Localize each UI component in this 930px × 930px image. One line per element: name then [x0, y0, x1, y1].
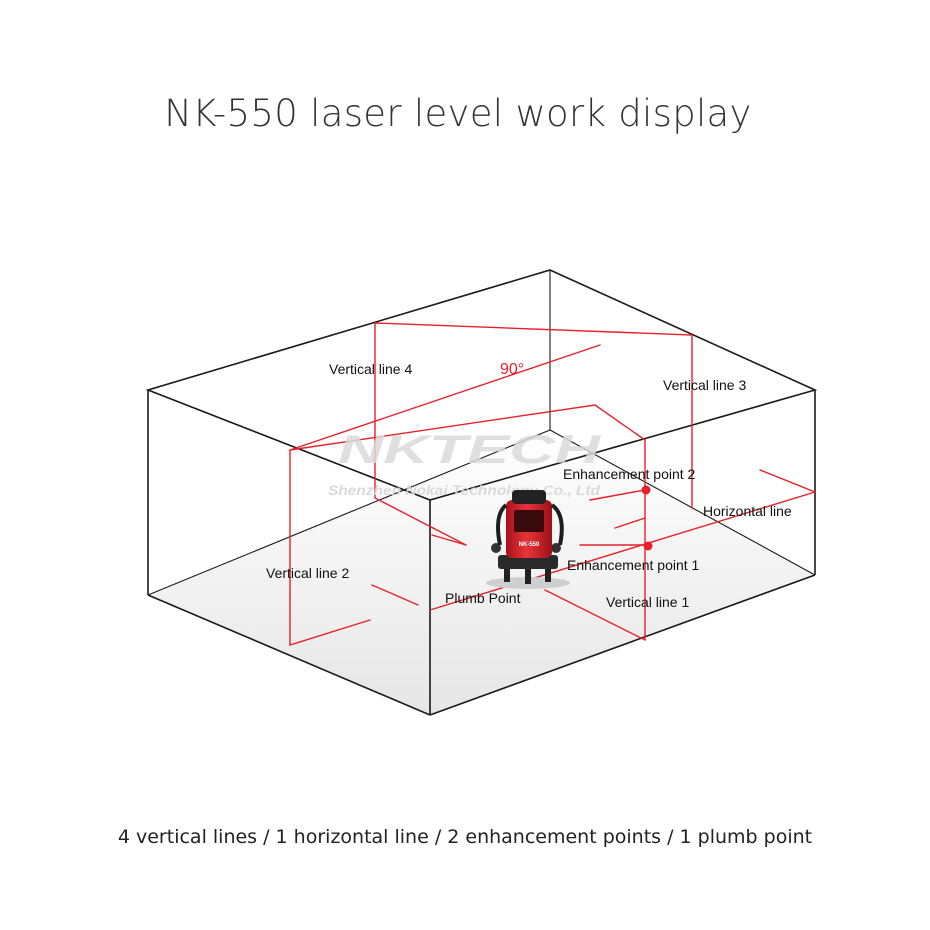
label-horizontal-line: Horizontal line: [703, 503, 792, 519]
feature-caption: 4 vertical lines / 1 horizontal line / 2…: [117, 826, 813, 848]
device-handle-left: [496, 503, 508, 546]
label-enhancement-point-1: Enhancement point 1: [567, 557, 700, 573]
label-vertical-line-4: Vertical line 4: [329, 361, 412, 377]
label-angle-90: 90°: [500, 361, 524, 378]
watermark-brand: NKTECH: [338, 428, 602, 472]
room-edge-floor-back-right: [549, 429, 816, 576]
label-vertical-line-3: Vertical line 3: [663, 377, 746, 393]
laser-horizontal-line: [429, 491, 816, 611]
enhancement-point-2-dot: [641, 485, 651, 495]
laser-lines: [289, 322, 816, 646]
device-handle-right: [550, 503, 564, 546]
device-leg-left: [504, 566, 510, 582]
device-label: NK-550: [519, 542, 540, 548]
label-plumb-point: Plumb Point: [445, 590, 521, 606]
laser-beam-left: [431, 534, 467, 546]
laser-vertical-line-3: [289, 404, 646, 641]
device-knob-left: [491, 543, 501, 553]
watermark-company: Shenzhen Nokai Technology Co., Ltd: [328, 482, 600, 498]
room-edge-floor-front-right: [429, 574, 816, 716]
room-inner-edges: [147, 270, 816, 596]
laser-vertical-line-2: [289, 449, 371, 646]
room-floor: [148, 430, 815, 715]
laser-level-device: NK-550: [486, 490, 570, 589]
room-edge-floor-back-left: [147, 429, 551, 596]
label-vertical-line-1: Vertical line 1: [606, 594, 689, 610]
device-base: [498, 555, 558, 569]
laser-beam-to-point-2: [589, 489, 646, 501]
room-outline: [145, 269, 818, 716]
laser-beam-back: [614, 517, 646, 529]
enhancement-point-1-dot: [643, 541, 653, 551]
page-title: NK-550 laser level work display: [164, 92, 752, 135]
device-knob-right: [551, 543, 561, 553]
device-window: [514, 510, 544, 532]
device-top-cap: [512, 490, 546, 504]
label-enhancement-point-2: Enhancement point 2: [563, 466, 696, 482]
laser-vertical-line-1-floor: [544, 589, 646, 641]
device-leg-right: [545, 566, 551, 582]
device-leg-center: [525, 568, 531, 584]
laser-vertical-line-4: [374, 322, 693, 546]
laser-horizontal-line-right: [759, 469, 816, 493]
laser-vertical-line-2-floor: [371, 584, 419, 606]
label-vertical-line-2: Vertical line 2: [266, 565, 349, 581]
room-edge-floor-front-left: [147, 594, 431, 716]
laser-top-connector: [289, 344, 601, 451]
